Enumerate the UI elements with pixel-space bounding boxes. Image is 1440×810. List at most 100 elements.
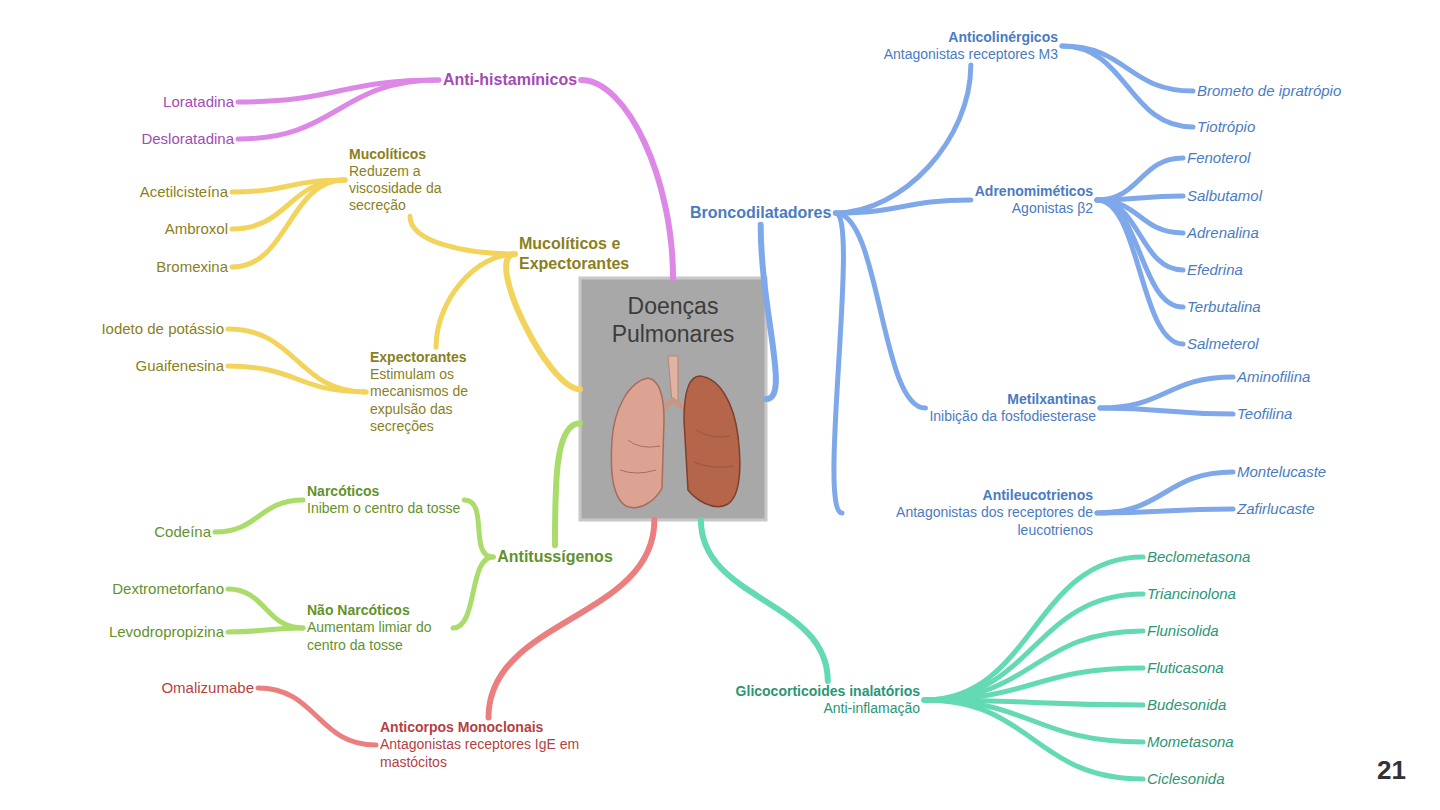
leaf-topic: Adrenalina: [1183, 222, 1263, 244]
lungs: [611, 356, 740, 508]
leaf-topic: Salmeterol: [1183, 333, 1263, 355]
branch-line: [436, 254, 515, 347]
leaf-topic: Loratadina: [159, 91, 238, 113]
topic-text: Fluticasona: [1147, 659, 1224, 677]
branch-line: [924, 631, 1143, 700]
branch-line: [489, 520, 655, 717]
topic-text: Flunisolida: [1147, 622, 1219, 640]
branch-line: [835, 65, 970, 213]
topic-note: Antagonistas receptores M3: [884, 46, 1058, 63]
leaf-topic: Acetilcisteína: [136, 181, 232, 203]
subtopic: AnticolinérgicosAntagonistas receptores …: [880, 27, 1062, 65]
topic-text: Mometasona: [1147, 733, 1234, 751]
leaf-topic: Montelucaste: [1233, 461, 1330, 483]
topic-text: Mucolíticos: [349, 146, 471, 163]
branch-line: [506, 254, 580, 389]
leaf-topic: Budesonida: [1143, 694, 1230, 716]
topic-text: Aminofilina: [1237, 368, 1310, 386]
leaf-topic: Zafirlucaste: [1233, 498, 1319, 520]
topic-text: Mucolíticos e Expectorantes: [519, 234, 651, 273]
leaf-topic: Desloratadina: [137, 128, 238, 150]
branch-line: [1062, 46, 1193, 127]
topic-text: Doenças Pulmonares: [584, 292, 762, 348]
leaf-topic: Guaifenesina: [132, 355, 228, 377]
leaf-topic: Fluticasona: [1143, 657, 1228, 679]
leaf-topic: Teofilina: [1233, 403, 1296, 425]
topic-text: Desloratadina: [141, 130, 234, 148]
branch-line: [1097, 200, 1183, 344]
leaf-topic: Codeína: [150, 521, 215, 543]
topic-note: Antagonistas receptores IgE em mastócito…: [380, 736, 597, 770]
subtopic: MucolíticosReduzem a viscosidade da secr…: [345, 144, 475, 216]
leaf-topic: Aminofilina: [1233, 366, 1314, 388]
topic-text: Bromexina: [156, 258, 228, 276]
branch-line: [835, 213, 925, 408]
topic-text: Beclometasona: [1147, 548, 1250, 566]
subtopic: MetilxantinasInibição da fosfodiesterase: [925, 389, 1100, 427]
topic-note: Anti-inflamação: [736, 700, 920, 717]
branch-line: [464, 500, 493, 557]
branch-topic: Mucolíticos e Expectorantes: [515, 232, 655, 275]
topic-note: Antagonistas dos receptores de leucotrie…: [846, 504, 1093, 538]
central-topic: Doenças Pulmonares: [580, 278, 766, 520]
topic-text: Ciclesonida: [1147, 770, 1225, 788]
branch-line: [1097, 509, 1233, 513]
leaf-topic: Triancinolona: [1143, 583, 1240, 605]
branch-line: [258, 688, 376, 745]
topic-text: Glicocorticoides inalatórios: [736, 683, 920, 700]
topic-text: Broncodilatadores: [690, 203, 831, 223]
branch-line: [924, 594, 1143, 700]
branch-line: [834, 213, 844, 513]
topic-text: Efedrina: [1187, 261, 1243, 279]
topic-text: Omalizumabe: [161, 679, 254, 697]
topic-text: Narcóticos: [307, 483, 460, 500]
branch-line: [228, 628, 303, 632]
branch-line: [835, 200, 970, 213]
topic-text: Salmeterol: [1187, 335, 1259, 353]
leaf-topic: Levodropropizina: [105, 621, 228, 643]
topic-text: Levodropropizina: [109, 623, 224, 641]
topic-note: Estimulam os mecanismos de expulsão das …: [370, 366, 502, 434]
branch-topic: Broncodilatadores: [686, 201, 835, 225]
topic-text: Guaifenesina: [136, 357, 224, 375]
leaf-topic: Bromexina: [152, 256, 232, 278]
topic-text: Expectorantes: [370, 349, 502, 366]
branch-line: [453, 557, 493, 628]
branch-line: [228, 366, 366, 392]
branch-topic: Anti-histamínicos: [439, 68, 581, 92]
leaf-topic: Omalizumabe: [157, 677, 258, 699]
topic-text: Dextrometorfano: [112, 580, 224, 598]
topic-text: Codeína: [154, 523, 211, 541]
topic-text: Anticorpos Monoclonais: [380, 719, 597, 736]
leaf-topic: Efedrina: [1183, 259, 1247, 281]
topic-text: Iodeto de potássio: [101, 320, 224, 338]
subtopic: NarcóticosInibem o centro da tosse: [303, 481, 464, 519]
branch-line: [410, 216, 515, 254]
topic-text: Triancinolona: [1147, 585, 1236, 603]
topic-note: Aumentam limiar do centro da tosse: [307, 619, 449, 653]
topic-text: Antileucotrienos: [846, 487, 1093, 504]
branch-line: [924, 700, 1143, 742]
topic-text: Adrenomiméticos: [975, 183, 1093, 200]
leaf-topic: Beclometasona: [1143, 546, 1254, 568]
branch-line: [215, 500, 303, 532]
branch-line: [701, 520, 828, 681]
subtopic: Não NarcóticosAumentam limiar do centro …: [303, 600, 453, 655]
topic-text: Metilxantinas: [929, 391, 1096, 408]
leaf-topic: Fenoterol: [1183, 147, 1254, 169]
branch-line: [1097, 200, 1183, 307]
leaf-topic: Dextrometorfano: [108, 578, 228, 600]
branch-line: [228, 329, 366, 392]
topic-text: Zafirlucaste: [1237, 500, 1315, 518]
branch-line: [238, 80, 439, 139]
page-number: 21: [1377, 755, 1406, 786]
branch-line: [1100, 408, 1233, 414]
branch-line: [924, 557, 1143, 700]
topic-text: Não Narcóticos: [307, 602, 449, 619]
branch-line: [761, 225, 776, 399]
leaf-topic: Mometasona: [1143, 731, 1238, 753]
topic-note: Reduzem a viscosidade da secreção: [349, 163, 471, 214]
topic-text: Anti-histamínicos: [443, 70, 577, 90]
leaf-topic: Terbutalina: [1183, 296, 1265, 318]
